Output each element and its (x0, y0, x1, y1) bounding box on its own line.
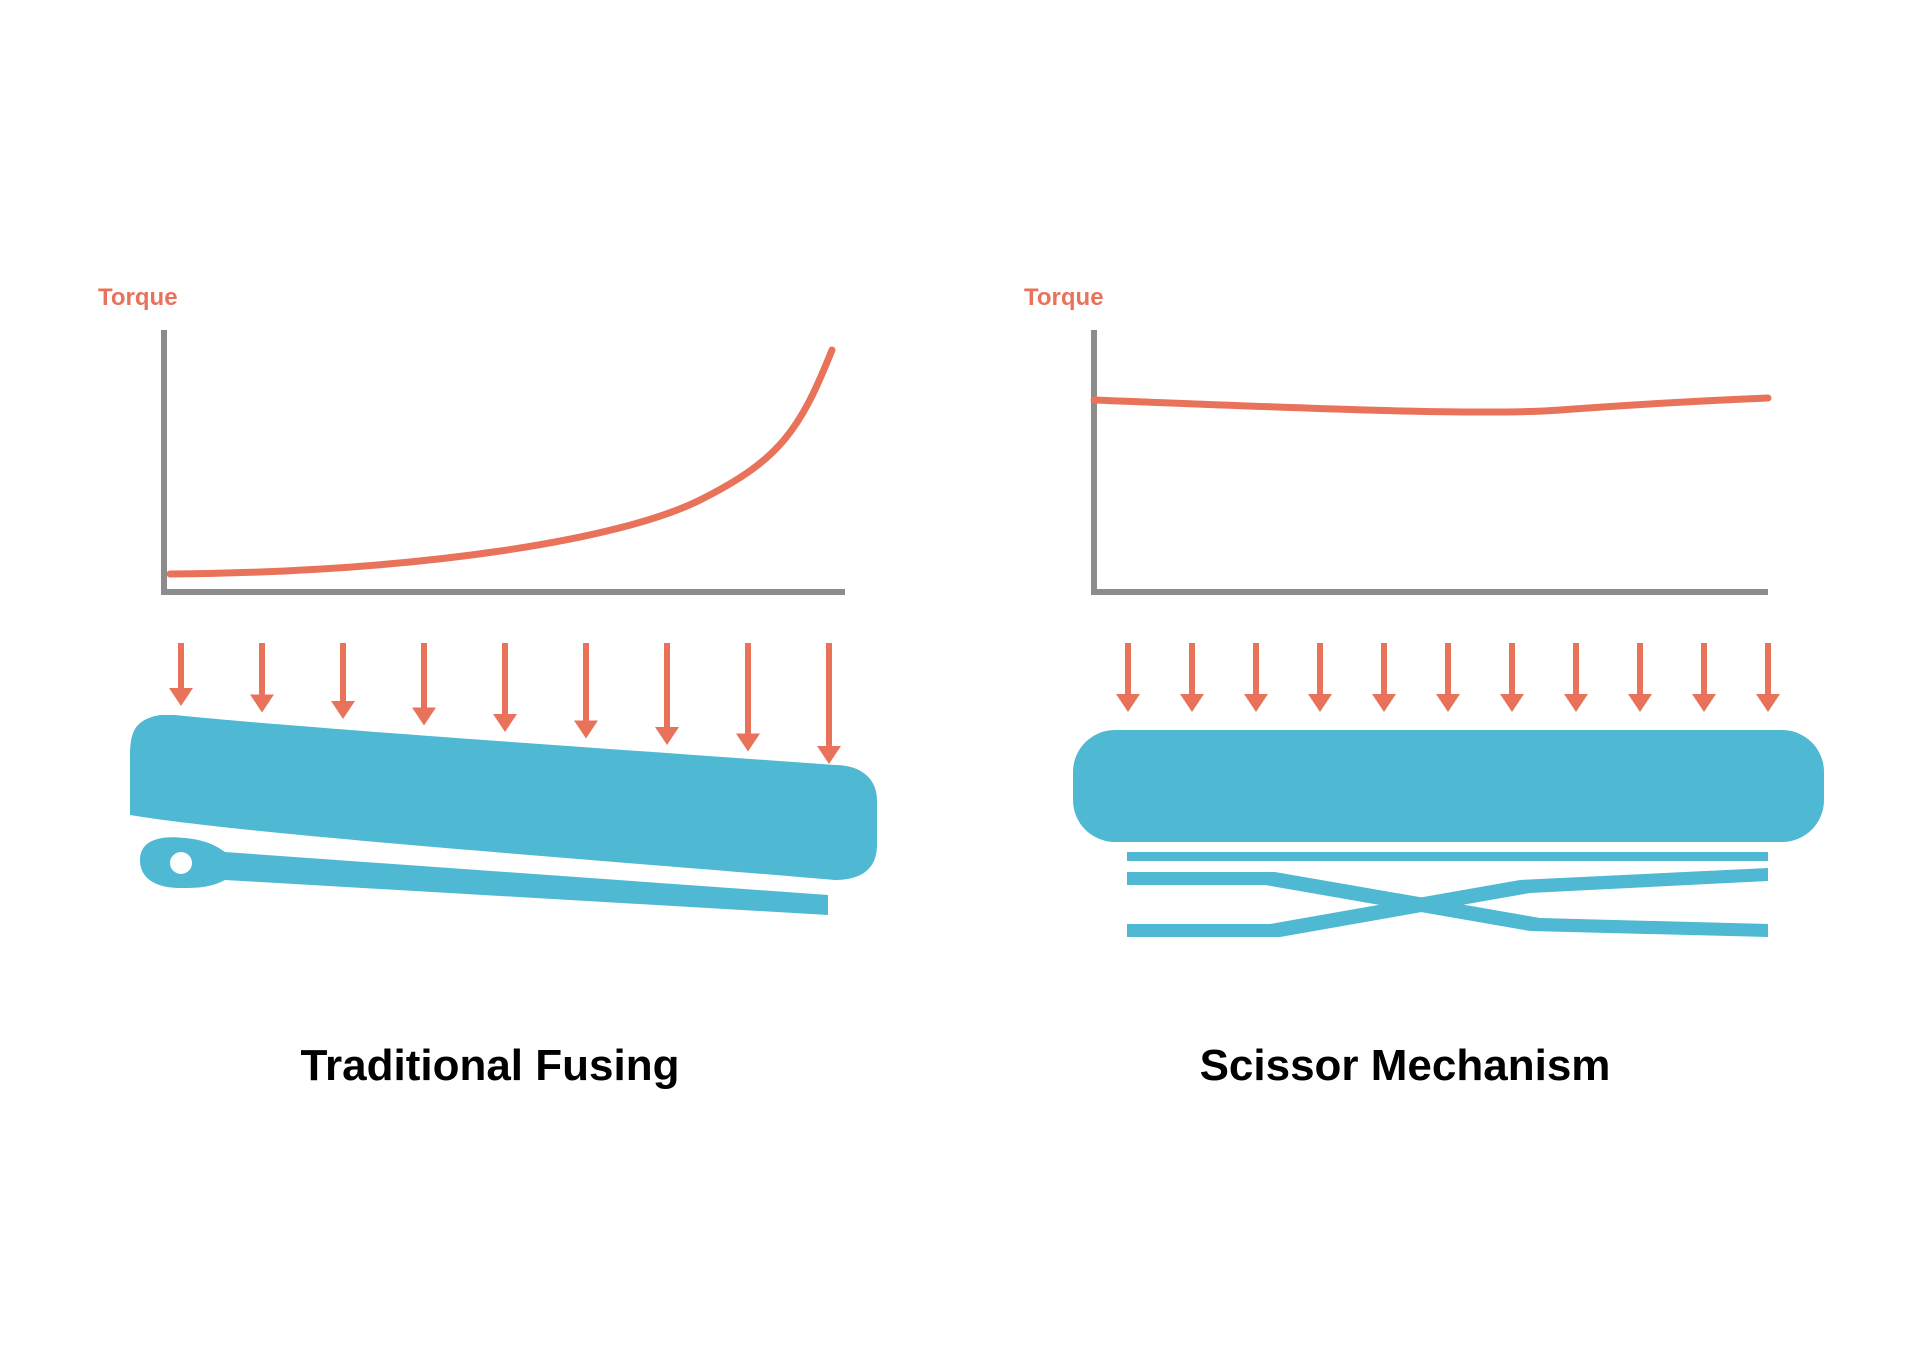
force-arrow-left-1 (169, 643, 193, 706)
force-arrow-right-4 (1308, 643, 1332, 712)
force-arrow-right-7 (1500, 643, 1524, 712)
left-caption: Traditional Fusing (301, 1041, 680, 1090)
force-arrow-right-5 (1372, 643, 1396, 712)
left-lid-body (130, 715, 877, 880)
right-caption: Scissor Mechanism (1200, 1041, 1611, 1090)
force-arrow-right-2 (1180, 643, 1204, 712)
left-pivot-pin (170, 852, 192, 874)
force-arrow-left-3 (331, 643, 355, 719)
force-arrow-right-1 (1116, 643, 1140, 712)
force-arrow-left-5 (493, 643, 517, 732)
force-arrow-left-7 (655, 643, 679, 745)
right-lid-body (1073, 730, 1824, 842)
force-arrow-left-8 (736, 643, 760, 752)
right-torque-chart (1090, 330, 1772, 595)
force-arrow-left-9 (817, 643, 841, 764)
force-arrow-right-10 (1692, 643, 1716, 712)
force-arrow-right-3 (1244, 643, 1268, 712)
force-arrow-right-9 (1628, 643, 1652, 712)
left-panel: Torque Traditional Fusing (98, 284, 877, 1090)
right-scissor-link-b (1127, 868, 1768, 937)
force-arrow-right-11 (1756, 643, 1780, 712)
right-torque-curve (1090, 394, 1772, 416)
right-top-rail (1127, 852, 1768, 861)
right-force-arrows (1116, 643, 1780, 712)
left-force-arrows (169, 643, 841, 764)
force-arrow-left-4 (412, 643, 436, 726)
force-arrow-right-6 (1436, 643, 1460, 712)
left-hinged-lid (130, 715, 877, 915)
force-arrow-left-2 (250, 643, 274, 713)
left-torque-chart (161, 330, 845, 595)
left-torque-curve (166, 346, 836, 578)
right-torque-label: Torque (1024, 284, 1104, 311)
right-panel: Torque Scissor Mechanism (1024, 284, 1824, 1090)
force-arrow-left-6 (574, 643, 598, 739)
right-scissor-lid (1073, 730, 1824, 937)
left-hinge-arm (140, 837, 828, 915)
force-arrow-right-8 (1564, 643, 1588, 712)
left-torque-label: Torque (98, 284, 178, 311)
